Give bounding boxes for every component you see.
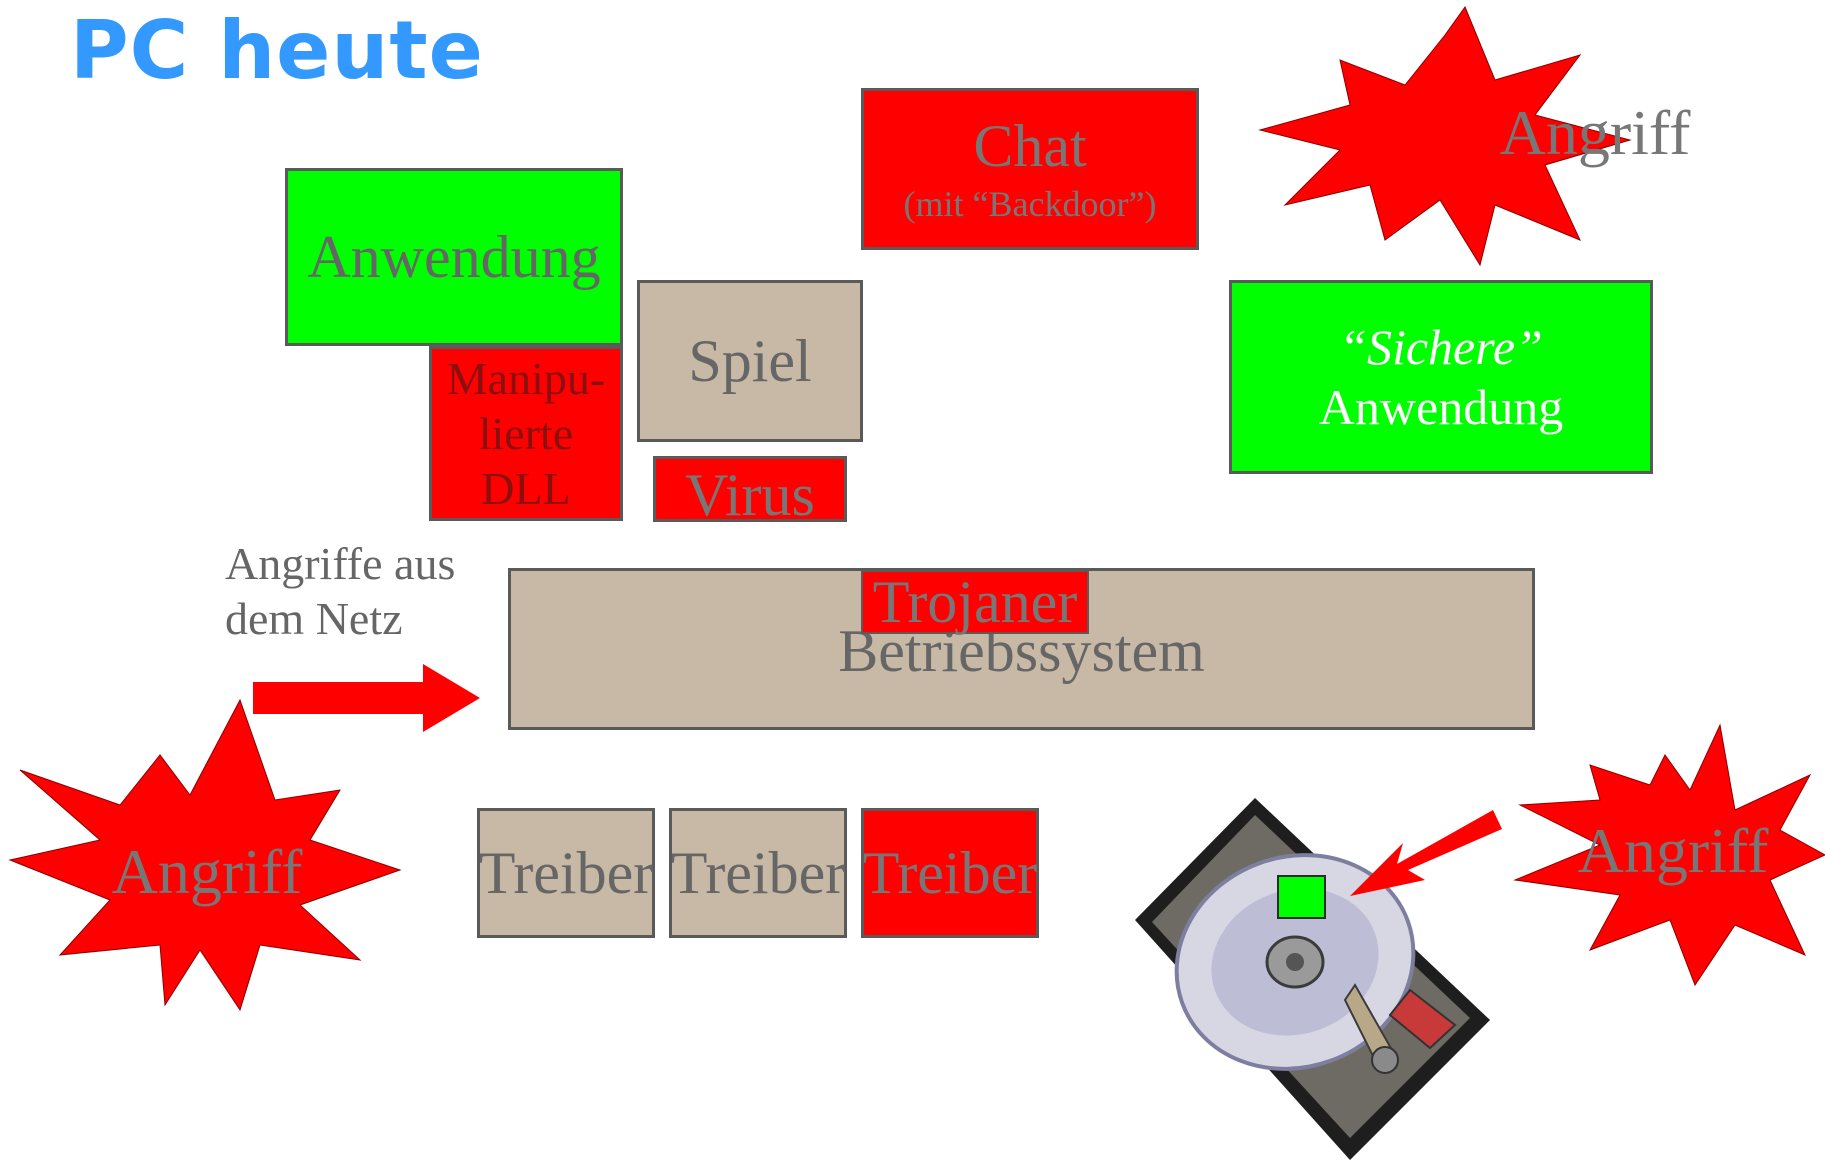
network-attacks-line2: dem Netz — [225, 593, 403, 645]
driver-box-1: Treiber — [477, 808, 655, 938]
arrow-right-icon — [253, 664, 480, 732]
game-box: Spiel — [637, 280, 863, 442]
secure-application-box: “Sichere” Anwendung — [1229, 280, 1653, 474]
network-attacks-label: Angriffe aus dem Netz — [225, 536, 455, 646]
chat-box: Chat (mit “Backdoor”) — [861, 88, 1199, 250]
trojan-box: Trojaner — [861, 570, 1089, 634]
starburst-icon — [1258, 5, 1632, 267]
trojan-label: Trojaner — [872, 568, 1078, 635]
virus-box: Virus — [653, 456, 847, 526]
dll-label-line3: DLL — [481, 463, 571, 515]
attack-label-bottom-left: Angriff — [111, 836, 303, 907]
driver-box-2: Treiber — [669, 808, 847, 938]
driver-label-2: Treiber — [670, 839, 846, 906]
attack-label-top-right: Angriff — [1499, 97, 1691, 168]
secure-app-label-line2: Anwendung — [1318, 379, 1564, 435]
page-title: PC heute — [70, 4, 484, 97]
chat-label: Chat — [973, 112, 1087, 179]
driver-label-3: Treiber — [862, 839, 1038, 906]
hard-disk-icon — [1135, 798, 1490, 1160]
dll-label-line1: Manipu- — [446, 352, 606, 404]
network-attacks-line1: Angriffe aus — [225, 538, 456, 589]
chat-sublabel: (mit “Backdoor”) — [903, 183, 1157, 224]
virus-label: Virus — [685, 461, 815, 528]
manipulated-dll-box: Manipu- lierte DLL — [429, 346, 623, 521]
application-box: Anwendung — [285, 168, 623, 346]
starburst-icon — [1513, 723, 1825, 987]
application-label: Anwendung — [307, 223, 601, 290]
attack-label-bottom-right: Angriff — [1577, 815, 1769, 886]
starburst-icon — [8, 698, 402, 1012]
secure-app-label-line1: “Sichere” — [1339, 318, 1543, 375]
driver-box-3: Treiber — [861, 808, 1039, 938]
game-label: Spiel — [688, 327, 812, 394]
driver-label-1: Treiber — [478, 839, 654, 906]
arrow-right-icon — [1350, 810, 1502, 896]
dll-label-line2: lierte — [478, 407, 574, 459]
